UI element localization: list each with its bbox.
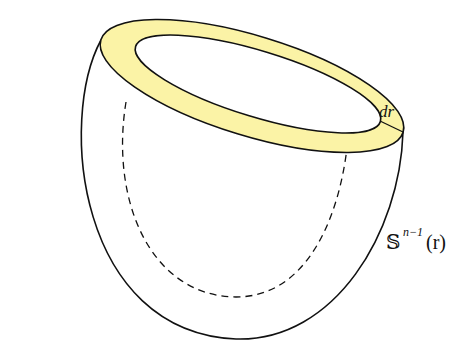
width-mark [380, 121, 403, 132]
radius-argument: (r) [426, 232, 446, 252]
sphere-symbol: 𝕊 [386, 232, 400, 252]
dimension-superscript: n−1 [403, 226, 423, 238]
inner-rim [126, 15, 390, 153]
width-label: dr [379, 103, 394, 120]
annulus [86, 0, 417, 180]
